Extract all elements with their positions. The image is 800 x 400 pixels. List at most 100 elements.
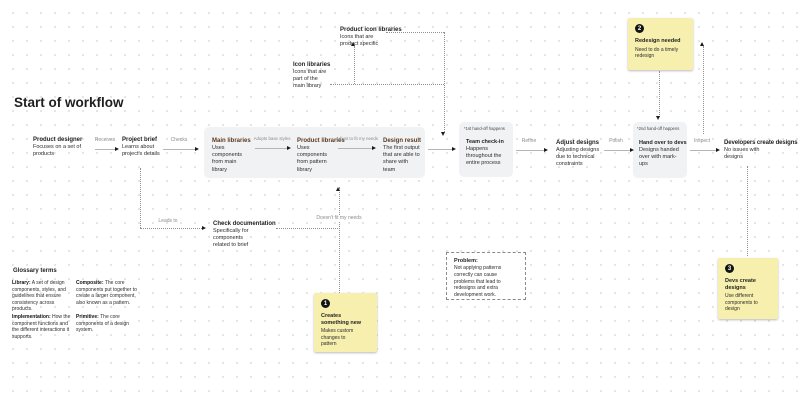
connector-receives-label[interactable]: Receives — [94, 137, 116, 143]
connector-refine-line[interactable] — [516, 150, 544, 151]
node-team-check-in[interactable]: Team check-in Happens throughout the ent… — [466, 139, 512, 167]
node-desc: Learns about project's details — [122, 144, 160, 158]
step-number-badge: 2 — [635, 24, 644, 33]
dotted-connector-icon-libraries[interactable] — [330, 84, 444, 85]
connector-receives-line[interactable] — [95, 149, 115, 150]
connector-inspect-label[interactable]: Inspect — [693, 138, 711, 144]
arrowhead-right-icon — [544, 148, 548, 152]
arrowhead-right-icon — [202, 226, 206, 230]
connector-polish-label[interactable]: Polish — [609, 138, 623, 144]
hand-over-card[interactable] — [633, 122, 687, 178]
dotted-connector-top[interactable] — [386, 32, 444, 33]
node-project-brief[interactable]: Project brief Learns about project's det… — [122, 137, 172, 158]
connector-checks-label[interactable]: Checks — [170, 137, 188, 143]
node-desc: Uses components from main library — [212, 145, 242, 173]
problem-desc: Not applying patterns correctly can caus… — [454, 265, 502, 298]
sticky-title: Devs create designs — [725, 278, 756, 291]
problem-title: Problem: — [454, 258, 478, 264]
node-product-libraries[interactable]: Product libraries Uses components from p… — [297, 138, 345, 174]
sticky-note-redesign-needed[interactable]: 2 Redesign needed Need to do a timely re… — [628, 18, 693, 70]
connector-checks-line[interactable] — [163, 149, 195, 150]
glossary-term: Implementation: — [12, 314, 51, 320]
arrowhead-up-icon — [336, 187, 340, 191]
node-title: Product libraries — [297, 138, 345, 144]
arrowhead-right-icon — [372, 146, 376, 150]
connector-doesnt-fit-label[interactable]: Doesn't fit my needs — [305, 215, 373, 222]
sticky-desc: Need to do a timely redesign — [635, 46, 679, 60]
libraries-group-card[interactable] — [204, 127, 425, 178]
dotted-connector-devs-to-redesign[interactable] — [703, 46, 704, 134]
node-title: Design result — [383, 138, 422, 144]
node-main-libraries[interactable]: Main libraries Uses components from main… — [212, 138, 256, 174]
connector-adjust-label[interactable]: Adjust to fit my needs — [336, 136, 378, 141]
node-title: Product designer — [33, 137, 83, 143]
step-number-badge: 1 — [321, 299, 330, 308]
dotted-connector-devs-to-sticky[interactable] — [747, 166, 748, 256]
connector-inspect-line[interactable] — [690, 150, 716, 151]
node-hand-over[interactable]: Hand over to devs Designs handed over wi… — [639, 140, 687, 168]
glossary-item-composite: Composite: The core components put toget… — [76, 280, 142, 306]
connector-to-team-line[interactable] — [428, 149, 452, 150]
connector-leads-to-label[interactable]: Leads to — [158, 218, 178, 224]
node-adjust-designs[interactable]: Adjust designs Adjusting designs due to … — [556, 140, 604, 169]
node-devs-create-designs[interactable]: Developers create designs No issues with… — [724, 140, 798, 161]
node-desc: Focuses on a set of products — [33, 144, 81, 158]
node-desc: Adjusting designs due to technical const… — [556, 147, 600, 168]
glossary-text: How the component functions and the diff… — [12, 314, 71, 340]
glossary-text: The core components of a design system. — [76, 314, 130, 333]
arrowhead-down-icon — [441, 132, 445, 136]
node-desc: The first output that are able to share … — [383, 145, 420, 173]
arrowhead-right-icon — [287, 146, 291, 150]
node-desc: Icons that are product specific — [340, 34, 379, 48]
node-icon-libraries[interactable]: Icon libraries Icons that are part of th… — [293, 62, 335, 91]
glossary-item-implementation: Implementation: How the component functi… — [12, 314, 72, 340]
arrowhead-right-icon — [630, 148, 634, 152]
dotted-connector-up-to-product-icons[interactable] — [354, 46, 355, 84]
node-product-icon-libraries[interactable]: Product icon libraries Icons that are pr… — [340, 27, 402, 48]
dotted-connector-from-brief[interactable] — [140, 168, 141, 228]
node-title: Adjust designs — [556, 140, 600, 146]
arrowhead-right-icon — [195, 147, 199, 151]
glossary-text: The core components put together to crea… — [76, 280, 137, 306]
connector-polish-line[interactable] — [604, 150, 630, 151]
dotted-connector-down-to-flow[interactable] — [444, 32, 445, 132]
arrowhead-down-icon — [656, 116, 660, 120]
dotted-connector-to-branch[interactable] — [276, 228, 338, 229]
arrowhead-up-icon — [700, 42, 704, 46]
dotted-connector-redesign-to-handover[interactable] — [659, 71, 660, 117]
node-title: Hand over to devs — [639, 140, 687, 146]
glossary-term: Composite: — [76, 280, 104, 286]
glossary-title: Glossary terms — [13, 268, 57, 274]
glossary-item-library: Library: A set of design components, sty… — [12, 280, 72, 313]
node-desc: Specifically for components related to b… — [213, 228, 249, 249]
node-check-documentation[interactable]: Check documentation Specifically for com… — [213, 221, 276, 250]
node-title: Team check-in — [466, 139, 504, 145]
sticky-note-devs-create-designs[interactable]: 3 Devs create designs Use different comp… — [718, 258, 778, 319]
problem-note[interactable]: Problem: Not applying patterns correctly… — [446, 252, 526, 300]
node-desc: Designs handed over with mark-ups — [639, 146, 679, 167]
glossary-text: A set of design components, styles, and … — [12, 280, 66, 312]
dotted-connector-doesnt-fit-line[interactable] — [339, 187, 340, 293]
node-desc: Uses components from pattern library — [297, 145, 327, 173]
dotted-connector-leads-to-line[interactable] — [140, 228, 202, 229]
connector-refine-label[interactable]: Refine — [521, 138, 537, 144]
arrowhead-right-icon — [115, 147, 119, 151]
hand-off-note: *1st hand-off happens — [464, 126, 505, 131]
step-number-badge: 3 — [725, 264, 734, 273]
arrowhead-right-icon — [452, 147, 456, 151]
arrowhead-right-icon — [716, 148, 720, 152]
node-design-result[interactable]: Design result The first output that are … — [383, 138, 423, 174]
node-title: Project brief — [122, 137, 158, 143]
node-title: Main libraries — [212, 138, 251, 144]
connector-adopts-label[interactable]: Adopts base styles — [253, 136, 291, 141]
sticky-title: Redesign needed — [635, 38, 681, 44]
page-title[interactable]: Start of workflow — [14, 95, 124, 110]
node-product-designer[interactable]: Product designer Focuses on a set of pro… — [33, 137, 91, 158]
team-check-in-card[interactable] — [459, 122, 513, 177]
sticky-note-creates-something-new[interactable]: 1 Creates something new Makes custom cha… — [314, 293, 377, 352]
glossary-item-primitive: Primitive: The core components of a desi… — [76, 314, 142, 334]
hand-off-note: *2nd hand-off happens — [637, 126, 680, 131]
connector-adjust-line[interactable] — [338, 148, 372, 149]
connector-adopts-line[interactable] — [255, 148, 287, 149]
